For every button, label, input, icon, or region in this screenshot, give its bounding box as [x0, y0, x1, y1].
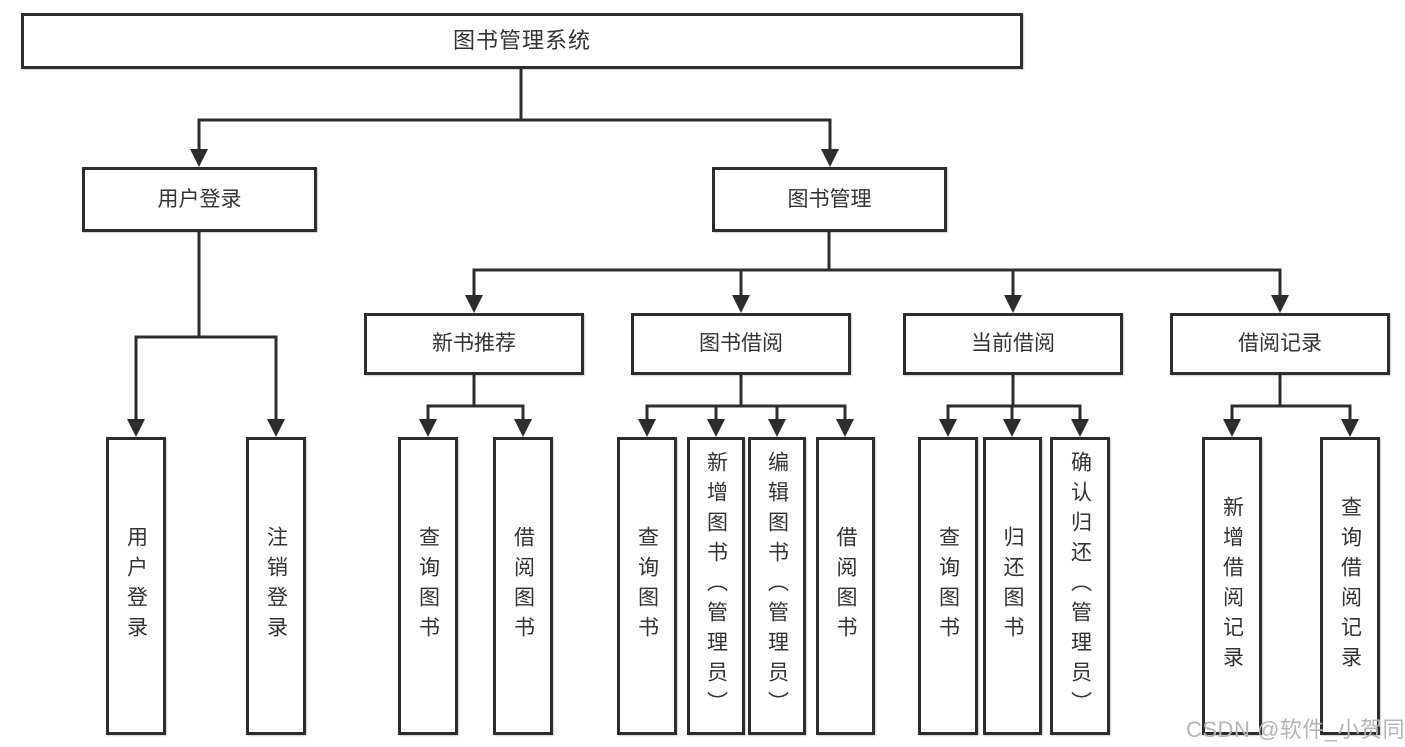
- node-label: 用户登录: [157, 187, 242, 211]
- node-label: 图书借阅: [699, 332, 783, 356]
- node-label: 确认归还（管理员）: [1068, 451, 1092, 721]
- arrowhead: [1071, 419, 1089, 437]
- node-book-borrow: 图书借阅: [631, 313, 851, 375]
- node-label: 借阅图书: [511, 526, 535, 646]
- node-user-login: 用户登录: [82, 167, 317, 232]
- leaf-confirm-return-admin: 确认归还（管理员）: [1050, 437, 1110, 735]
- leaf-borrow-books-recommend: 借阅图书: [493, 437, 553, 735]
- arrowhead: [127, 419, 145, 437]
- node-label: 归还图书: [1001, 526, 1024, 646]
- arrowhead: [514, 419, 532, 437]
- node-label: 查询图书: [936, 526, 960, 646]
- arrowhead: [939, 419, 957, 437]
- connector-borrow-records-branch: [1230, 373, 1352, 424]
- leaf-logout: 注销登录: [246, 437, 306, 735]
- connector-user-login-branch: [134, 230, 278, 424]
- leaf-edit-book-admin: 编辑图书（管理员）: [748, 437, 806, 735]
- arrowhead: [1341, 419, 1359, 437]
- arrowhead: [821, 149, 839, 167]
- arrowhead: [1271, 295, 1289, 313]
- node-borrow-records: 借阅记录: [1170, 313, 1390, 375]
- node-label: 当前借阅: [971, 332, 1055, 356]
- arrowhead: [465, 295, 483, 313]
- leaf-add-borrow-record: 新增借阅记录: [1202, 437, 1262, 735]
- connector-book-management-branch: [472, 230, 1282, 300]
- csdn-watermark: CSDN @软件_小贺同学: [1186, 717, 1405, 742]
- leaf-add-book-admin: 新增图书（管理员）: [687, 437, 745, 735]
- node-label: 用户登录: [124, 526, 148, 646]
- arrowhead: [707, 419, 725, 437]
- node-label: 借阅记录: [1238, 332, 1322, 356]
- node-label: 新增借阅记录: [1220, 496, 1244, 676]
- node-new-book-recommend: 新书推荐: [364, 313, 584, 375]
- arrowhead: [836, 419, 854, 437]
- leaf-query-books-recommend: 查询图书: [398, 437, 458, 735]
- arrowhead: [1223, 419, 1241, 437]
- node-label: 图书管理: [787, 187, 872, 211]
- node-label: 查询借阅记录: [1338, 496, 1362, 676]
- leaf-borrow-books: 借阅图书: [816, 437, 875, 735]
- node-label: 查询图书: [635, 526, 659, 646]
- leaf-query-books-current: 查询图书: [918, 437, 978, 735]
- connector-book-borrow-branch: [645, 373, 847, 424]
- node-label: 新书推荐: [432, 332, 516, 356]
- arrowhead: [267, 419, 285, 437]
- node-book-management: 图书管理: [712, 167, 947, 232]
- node-label: 编辑图书（管理员）: [765, 451, 789, 721]
- node-current-borrow: 当前借阅: [903, 313, 1123, 375]
- connector-current-borrow-branch: [946, 373, 1082, 424]
- leaf-return-book: 归还图书: [983, 437, 1042, 735]
- arrowhead: [1003, 419, 1021, 437]
- node-root-system: 图书管理系统: [21, 13, 1023, 69]
- leaf-user-login: 用户登录: [106, 437, 166, 735]
- arrowhead: [1004, 295, 1022, 313]
- connector-new-book-branch: [426, 373, 525, 424]
- node-label: 图书管理系统: [452, 27, 591, 53]
- node-label: 新增图书（管理员）: [704, 451, 728, 721]
- arrowhead: [638, 419, 656, 437]
- arrowhead: [419, 419, 437, 437]
- node-label: 借阅图书: [834, 526, 857, 646]
- leaf-query-books-borrow: 查询图书: [617, 437, 677, 735]
- arrowhead: [768, 419, 786, 437]
- leaf-query-borrow-record: 查询借阅记录: [1320, 437, 1380, 735]
- arrowhead: [732, 295, 750, 313]
- connector-root-to-level2: [197, 67, 832, 154]
- node-label: 查询图书: [416, 526, 440, 646]
- node-label: 注销登录: [264, 526, 288, 646]
- arrowhead: [190, 149, 208, 167]
